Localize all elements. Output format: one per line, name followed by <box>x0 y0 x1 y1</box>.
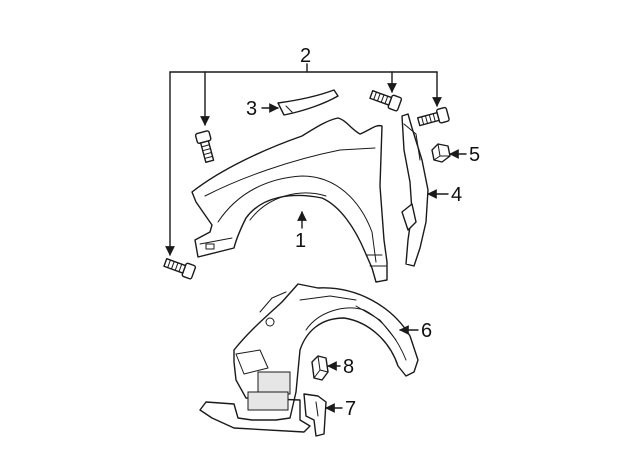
callout-1: 1 <box>295 230 306 252</box>
callout-6: 6 <box>421 320 432 342</box>
bolt-icon <box>417 106 450 127</box>
front-fender <box>191 117 388 283</box>
callout-5: 5 <box>469 144 480 166</box>
clip-icon <box>431 143 451 163</box>
bolt-icon <box>194 130 215 163</box>
callout-2-leader <box>165 63 442 256</box>
clip-icon <box>311 355 329 381</box>
callout-2: 2 <box>300 45 311 67</box>
callout-8: 8 <box>343 356 354 378</box>
bolt-icon <box>369 90 403 112</box>
arrow-icon <box>261 103 467 413</box>
lower-bracket <box>303 393 327 437</box>
callout-3: 3 <box>246 98 257 120</box>
callout-7: 7 <box>345 398 356 420</box>
callout-4: 4 <box>451 184 462 206</box>
fender-trim-strip <box>277 89 339 116</box>
fender-liner <box>199 283 419 433</box>
bolt-icon <box>163 258 197 280</box>
fender-seal <box>401 113 429 267</box>
